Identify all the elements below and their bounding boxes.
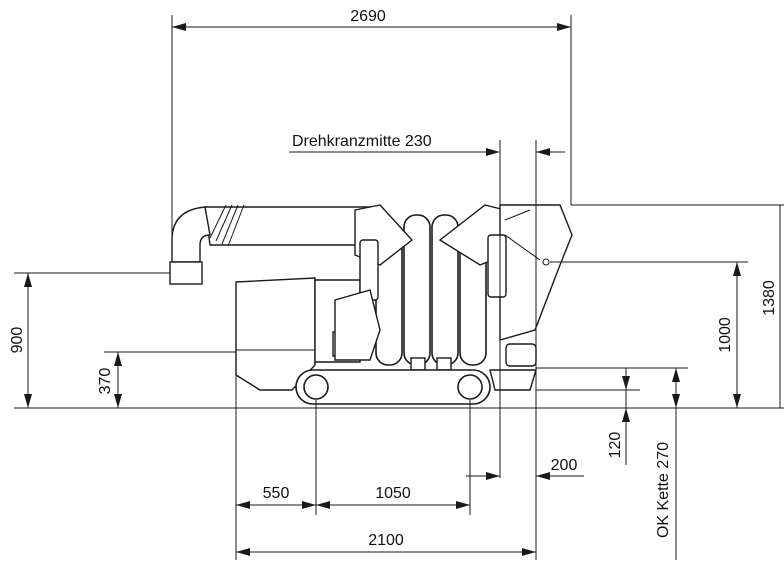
boom-elbow	[171, 206, 211, 263]
boom-foot	[169, 261, 203, 285]
head-detail-1	[504, 209, 531, 221]
dim-1050: 1050	[375, 485, 411, 502]
dim-120: 120	[607, 432, 624, 459]
dimension-lines	[14, 15, 784, 560]
dim-1000: 1000	[717, 317, 734, 353]
dim-ok-kette: OK Kette 270	[655, 442, 672, 538]
pivot-point	[542, 258, 550, 266]
elbow-rib-2	[215, 204, 233, 242]
roller-left	[410, 357, 426, 371]
elbow-rib-1	[209, 204, 227, 239]
elbow-rib-3	[221, 204, 239, 245]
dim-200: 200	[551, 457, 578, 474]
dim-900: 900	[9, 327, 26, 354]
track-wheel-rear	[303, 374, 329, 400]
right-cylinder	[487, 234, 507, 298]
dim-1380: 1380	[761, 280, 778, 316]
roller-right	[436, 357, 452, 371]
front-foot	[505, 343, 537, 367]
machine-outline	[169, 204, 573, 405]
elbow-rib-4	[227, 204, 245, 247]
track-wheel-front	[457, 374, 483, 400]
front-skid	[489, 369, 537, 391]
crawler-track	[295, 369, 491, 405]
head-detail-2	[504, 234, 541, 261]
dim-drehkranzmitte: Drehkranzmitte 230	[292, 133, 432, 150]
dim-2100: 2100	[368, 532, 404, 549]
dim-370: 370	[97, 368, 114, 395]
dim-550: 550	[263, 485, 290, 502]
dim-2690: 2690	[350, 8, 386, 25]
side-plate	[334, 289, 381, 361]
